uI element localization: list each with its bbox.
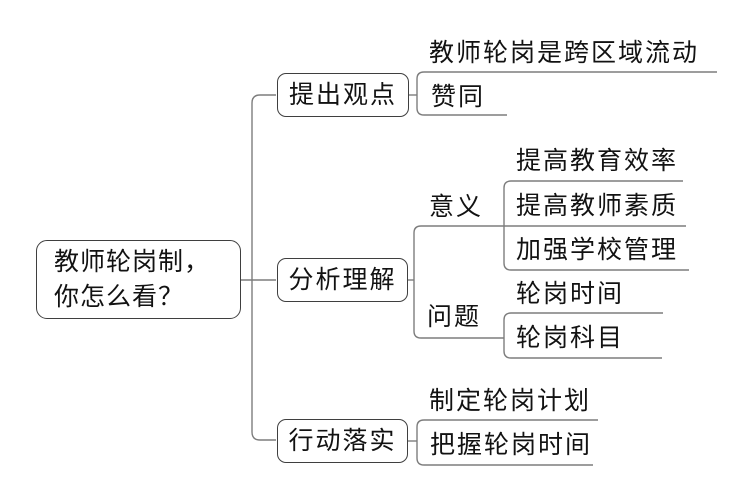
root-connector [241, 94, 276, 441]
leaf-make-rotation-plan[interactable]: 制定轮岗计划 [429, 388, 592, 415]
leaf-strengthen-school-management[interactable]: 加强学校管理 [516, 237, 679, 264]
branch2-connector [408, 180, 689, 359]
leaf-improve-education-efficiency[interactable]: 提高教育效率 [516, 148, 679, 175]
root-topic-label: 教师轮岗制， 你怎么看？ [54, 245, 210, 315]
branch-topic-viewpoint[interactable]: 提出观点 [277, 73, 409, 117]
subtopic-meaning[interactable]: 意义 [429, 194, 484, 221]
branch1-connector [409, 71, 717, 116]
root-topic-line1: 教师轮岗制， [54, 248, 211, 276]
root-topic-line2: 你怎么看？ [54, 283, 185, 311]
branch-topic-analysis[interactable]: 分析理解 [277, 258, 408, 302]
subtopic-cross-region-flow[interactable]: 教师轮岗是跨区域流动 [429, 40, 700, 67]
leaf-rotation-time[interactable]: 轮岗时间 [516, 281, 625, 308]
leaf-rotation-subject[interactable]: 轮岗科目 [516, 325, 625, 352]
root-topic[interactable]: 教师轮岗制， 你怎么看？ [36, 240, 241, 319]
subtopic-agree[interactable]: 赞同 [431, 84, 486, 111]
branch-topic-action[interactable]: 行动落实 [277, 419, 408, 463]
leaf-grasp-rotation-time[interactable]: 把握轮岗时间 [430, 432, 593, 459]
subtopic-problem[interactable]: 问题 [427, 304, 482, 331]
leaf-improve-teacher-quality[interactable]: 提高教师素质 [516, 193, 679, 220]
branch3-connector [408, 419, 598, 466]
